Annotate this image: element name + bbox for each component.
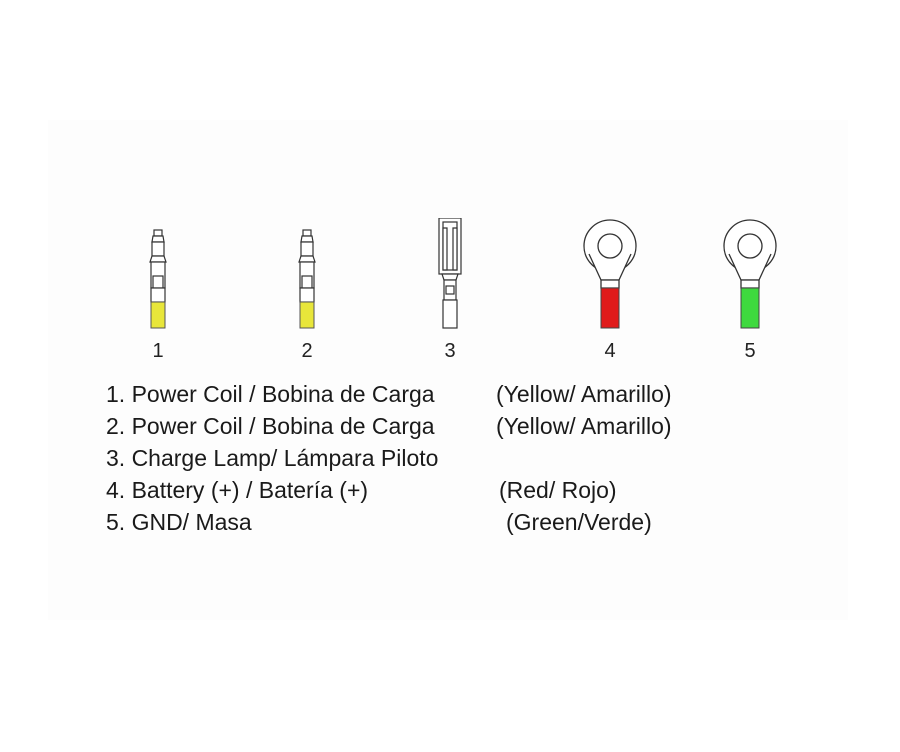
connector-2: 2	[277, 218, 337, 368]
ring-terminal-icon	[583, 219, 637, 329]
legend-color: (Yellow/ Amarillo)	[496, 413, 672, 439]
legend-color: (Green/Verde)	[506, 509, 652, 535]
bullet-connector-icon	[149, 229, 167, 329]
connector-number: 1	[152, 340, 164, 362]
legend-description: 1. Power Coil / Bobina de Carga	[106, 381, 435, 407]
connector-number: 5	[744, 340, 756, 362]
bullet-connector-icon	[298, 229, 316, 329]
legend-description: 5. GND/ Masa	[106, 509, 252, 535]
legend-description: 4. Battery (+) / Batería (+)	[106, 477, 369, 503]
wire-sleeve	[600, 287, 620, 329]
legend-description: 2. Power Coil / Bobina de Carga	[106, 413, 435, 439]
legend-color: (Red/ Rojo)	[499, 477, 617, 503]
wire-sleeve	[442, 299, 458, 329]
connector-number: 3	[444, 340, 456, 362]
wire-sleeve	[740, 287, 760, 329]
wire-sleeve	[299, 301, 315, 329]
connector-number: 4	[604, 340, 616, 362]
wire-sleeve	[150, 301, 166, 329]
connector-1: 1	[128, 218, 188, 368]
connector-number: 2	[301, 340, 313, 362]
ring-terminal-icon	[723, 219, 777, 329]
diagram-panel	[48, 120, 848, 620]
legend-color: (Yellow/ Amarillo)	[496, 381, 672, 407]
spade-connector-icon	[438, 218, 462, 329]
legend-description: 3. Charge Lamp/ Lámpara Piloto	[106, 445, 439, 471]
connector-5: 5	[720, 218, 780, 368]
connector-4: 4	[580, 218, 640, 368]
connector-3: 3	[420, 218, 480, 368]
